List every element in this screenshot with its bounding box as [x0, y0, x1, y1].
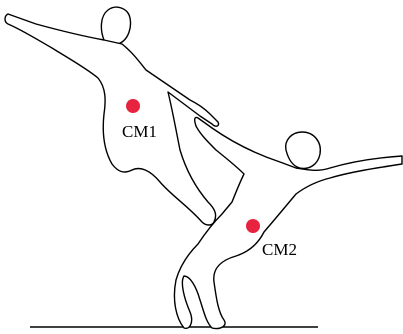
lower-figure-head: [286, 132, 321, 168]
cm1-label: CM1: [122, 122, 157, 141]
cm2-label: CM2: [262, 240, 297, 259]
cm1-marker: [126, 99, 140, 113]
cm2-marker: [246, 219, 260, 233]
upper-figure-body: [5, 14, 219, 225]
upper-figure: [5, 7, 219, 225]
upper-figure-head: [101, 7, 130, 45]
